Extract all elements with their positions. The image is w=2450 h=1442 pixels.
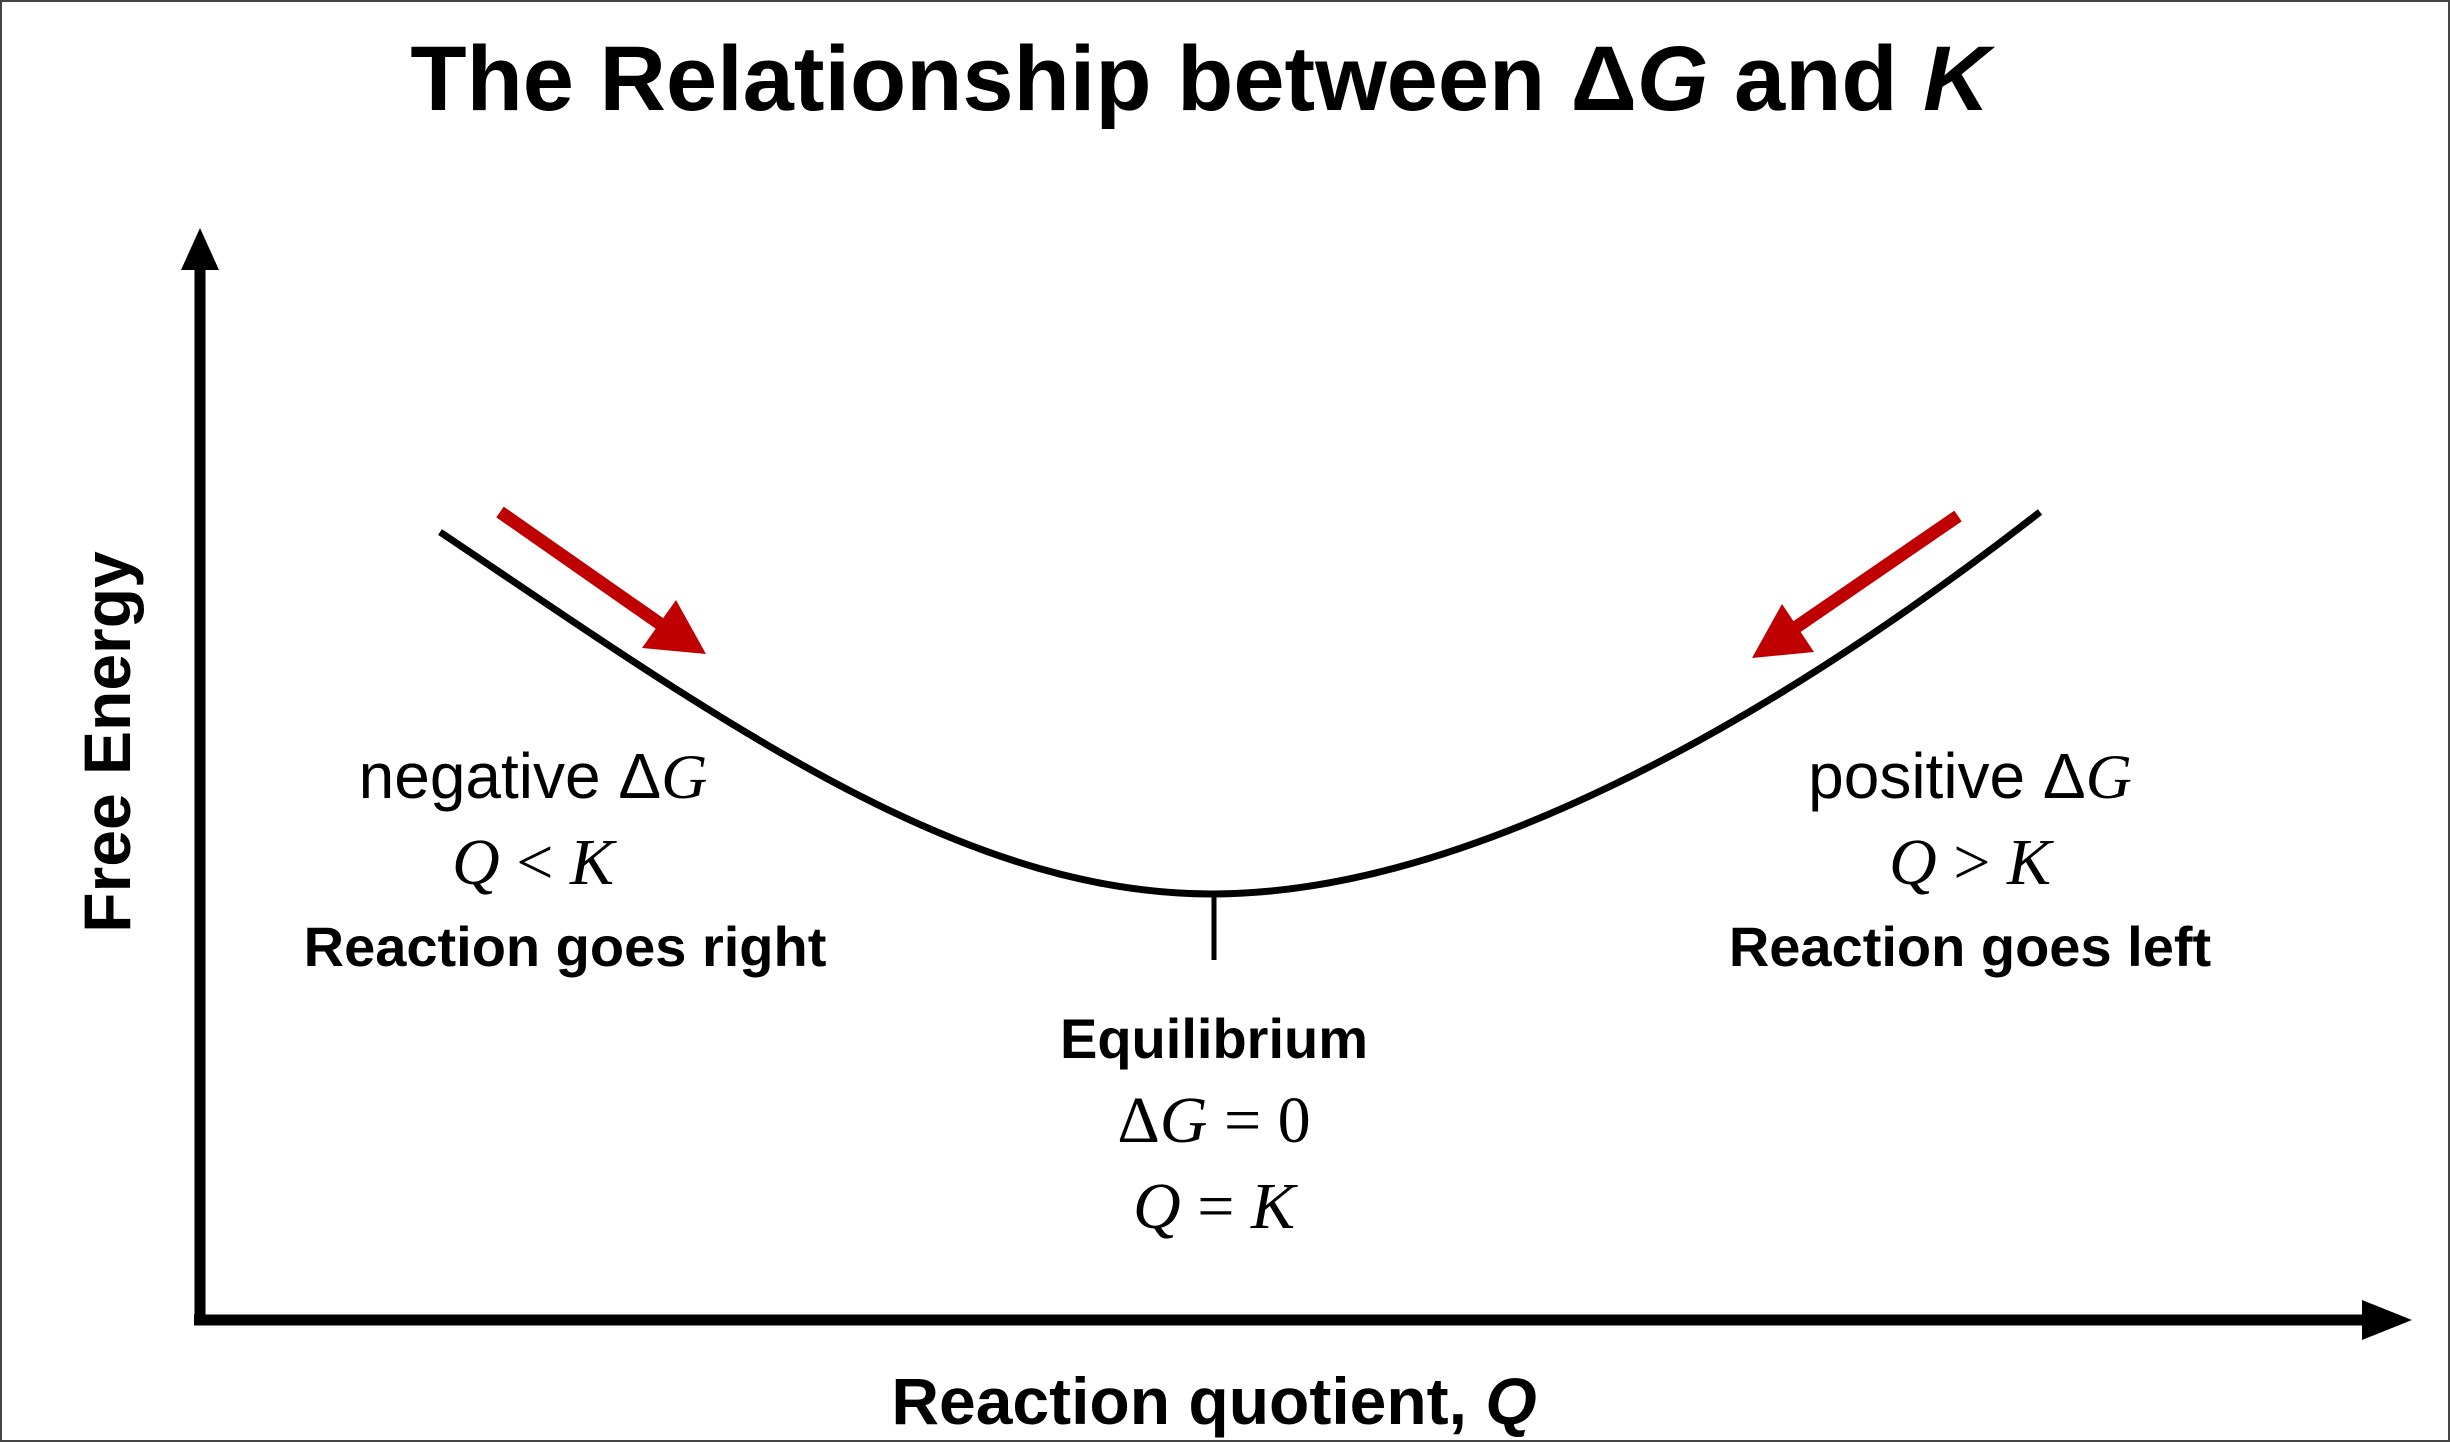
right-red-arrow <box>1752 510 1962 658</box>
right-direction: Reaction goes left <box>1729 915 2211 978</box>
equilibrium-dg: ΔG = 0 <box>1117 1084 1310 1157</box>
left-direction: Reaction goes right <box>304 915 827 978</box>
right-condition: Q > K <box>1889 826 2054 899</box>
left-condition: Q < K <box>452 826 617 899</box>
equilibrium-label: Equilibrium <box>1060 1007 1368 1070</box>
left-dg-label: negative ΔG <box>359 740 708 812</box>
left-red-arrow <box>496 506 706 654</box>
x-axis-label: Reaction quotient, Q <box>891 1364 1536 1438</box>
free-energy-curve <box>438 509 2043 898</box>
diagram-title: The Relationship between ΔG and K <box>410 28 1996 130</box>
equilibrium-qk: Q = K <box>1133 1170 1298 1243</box>
y-axis-arrowhead <box>181 228 219 270</box>
y-axis-label: Free Energy <box>70 551 144 933</box>
right-dg-label: positive ΔG <box>1808 740 2132 812</box>
x-axis-arrowhead <box>2362 1300 2412 1340</box>
